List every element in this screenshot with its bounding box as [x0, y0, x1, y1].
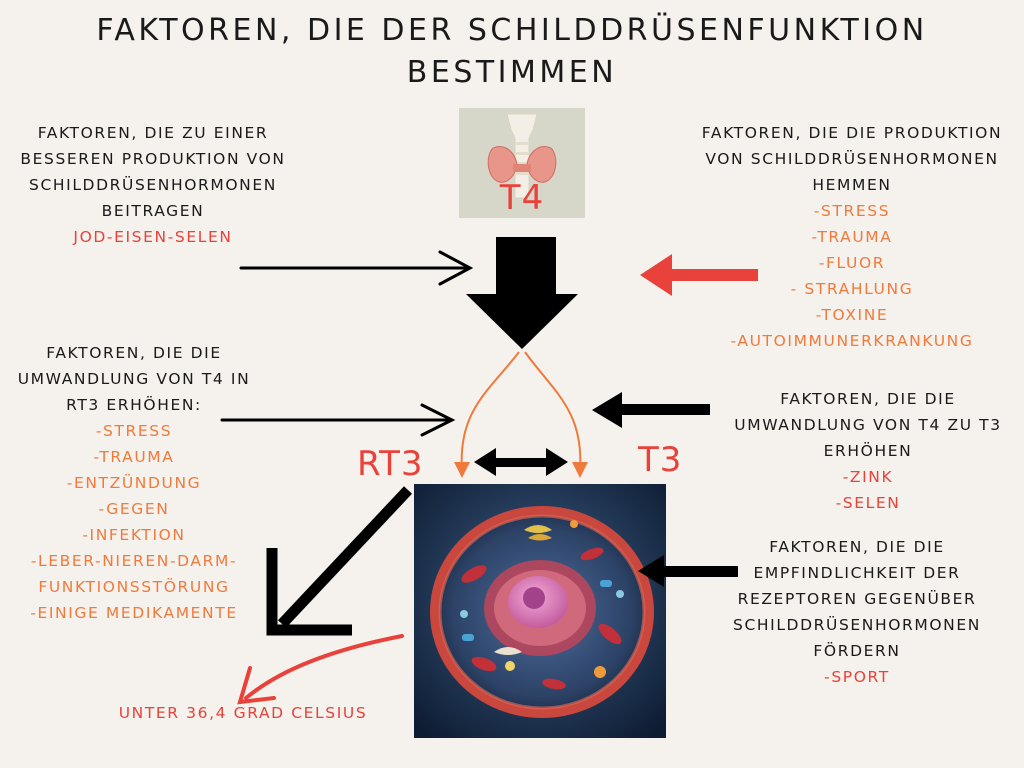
- factor-item: -ENTZÜNDUNG: [66, 474, 202, 492]
- arrow-production-support: [239, 250, 474, 286]
- factor-item: -TRAUMA: [93, 448, 175, 466]
- factor-item: JOD-EISEN-SELEN: [73, 228, 233, 246]
- block-heading-line: SCHILDDRÜSENHORMONEN: [733, 616, 981, 634]
- double-arrow-rt3-t3: [474, 448, 568, 476]
- factor-item: -ZINK: [842, 468, 894, 486]
- block-heading-line: FAKTOREN, DIE DIE PRODUKTION: [701, 124, 1003, 142]
- factor-item: -FLUOR: [818, 254, 886, 272]
- block-heading-line: EMPFINDLICHKEIT DER: [753, 564, 961, 582]
- block-heading-line: RT3 ERHÖHEN:: [66, 396, 202, 414]
- arrow-t3-increase: [592, 392, 710, 428]
- block-heading-line: SCHILDDRÜSENHORMONEN: [29, 176, 277, 194]
- block-heading-line: FAKTOREN, DIE DIE: [46, 344, 222, 362]
- factor-item: -SPORT: [824, 668, 890, 686]
- factor-item: -AUTOIMMUNERKRANKUNG: [730, 332, 974, 350]
- big-down-arrow: [466, 237, 578, 349]
- factors-better-production: FAKTOREN, DIE ZU EINER BESSEREN PRODUKTI…: [0, 120, 306, 250]
- factor-item: -SELEN: [835, 494, 901, 512]
- block-heading-line: UMWANDLUNG VON T4 ZU T3: [734, 416, 1002, 434]
- factor-item: -STRESS: [813, 202, 891, 220]
- block-heading-line: FAKTOREN, DIE DIE: [780, 390, 956, 408]
- title-line-1: FAKTOREN, DIE DER SCHILDDRÜSENFUNKTION: [96, 13, 928, 48]
- block-heading-line: BESSEREN PRODUKTION VON: [20, 150, 286, 168]
- factor-item: -LEBER-NIEREN-DARM-: [30, 552, 238, 570]
- split-connector: [454, 351, 588, 478]
- factor-item: FUNKTIONSSTÖRUNG: [38, 578, 230, 596]
- factor-item: -TOXINE: [815, 306, 889, 324]
- t4-label: T4: [499, 178, 545, 218]
- big-diagonal-arrow: [266, 486, 413, 636]
- arrow-production-inhibit: [640, 254, 758, 296]
- factor-item: -EINIGE MEDIKAMENTE: [30, 604, 238, 622]
- block-heading-line: HEMMEN: [812, 176, 892, 194]
- factor-item: -STRESS: [95, 422, 173, 440]
- factor-item: -INFEKTION: [82, 526, 186, 544]
- factor-item: -TRAUMA: [811, 228, 893, 246]
- thyroid-image: T4: [459, 108, 585, 218]
- block-heading-line: BEITRAGEN: [101, 202, 205, 220]
- block-heading-line: REZEPTOREN GEGENÜBER: [737, 590, 977, 608]
- block-heading-line: UMWANDLUNG VON T4 IN: [17, 370, 251, 388]
- page-title: FAKTOREN, DIE DER SCHILDDRÜSENFUNKTION B…: [0, 10, 1024, 94]
- factors-increase-rt3: FAKTOREN, DIE DIE UMWANDLUNG VON T4 IN R…: [0, 340, 268, 626]
- t3-label: T3: [638, 440, 683, 480]
- block-heading-line: FAKTOREN, DIE DIE: [769, 538, 945, 556]
- factors-inhibit-production: FAKTOREN, DIE DIE PRODUKTION VON SCHILDD…: [680, 120, 1024, 354]
- temperature-label: UNTER 36,4 GRAD CELSIUS: [118, 704, 368, 722]
- block-heading-line: FAKTOREN, DIE ZU EINER: [37, 124, 269, 142]
- arrow-rt3-increase: [220, 403, 456, 437]
- cell-illustration: [414, 484, 666, 738]
- factors-increase-t3: FAKTOREN, DIE DIE UMWANDLUNG VON T4 ZU T…: [712, 386, 1024, 516]
- rt3-label: RT3: [357, 444, 424, 484]
- title-line-2: BESTIMMEN: [406, 55, 618, 90]
- factor-item: - STRAHLUNG: [790, 280, 914, 298]
- factors-receptor-sensitivity: FAKTOREN, DIE DIE EMPFINDLICHKEIT DER RE…: [700, 534, 1014, 690]
- arrow-temperature: [237, 634, 404, 705]
- cell-image: [414, 484, 666, 738]
- factor-item: -GEGEN: [98, 500, 170, 518]
- block-heading-line: ERHÖHEN: [823, 442, 913, 460]
- block-heading-line: VON SCHILDDRÜSENHORMONEN: [705, 150, 999, 168]
- block-heading-line: FÖRDERN: [813, 642, 901, 660]
- thyroid-illustration: [487, 113, 557, 199]
- arrow-receptor-sensitivity: [638, 555, 738, 587]
